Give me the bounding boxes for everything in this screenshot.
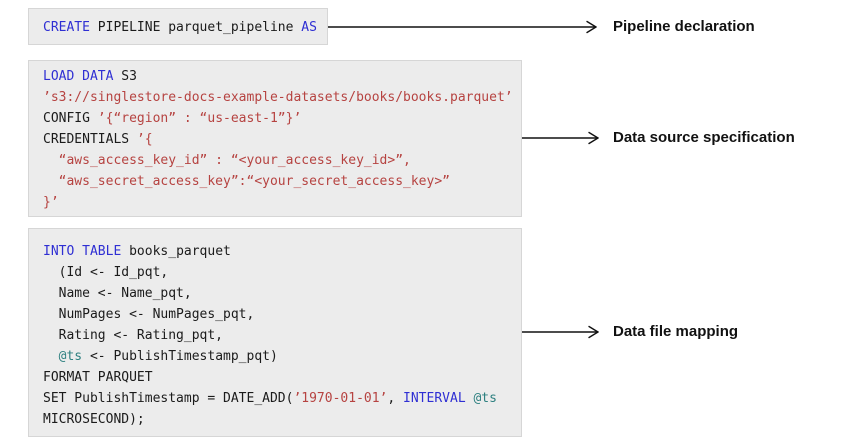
code-block-pipeline-declaration: CREATE PIPELINE parquet_pipeline AS [28, 8, 328, 45]
code-line: ’s3://singlestore-docs-example-datasets/… [43, 87, 513, 108]
code-token-plain: , [387, 391, 404, 406]
code-token-plain: <- PublishTimestamp_pqt) [82, 349, 278, 364]
code-token-str: “aws_secret_access_key”:“<your_secret_ac… [43, 174, 450, 189]
annotation-label-pipeline-declaration: Pipeline declaration [613, 18, 755, 35]
code-line: CONFIG ’{“region” : “us-east-1”}’ [43, 108, 507, 129]
arrow-right-icon-pipeline-declaration [328, 20, 597, 34]
code-line: MICROSECOND); [43, 409, 507, 430]
code-line: SET PublishTimestamp = DATE_ADD(’1970-01… [43, 388, 507, 409]
code-token-kw: CREATE [43, 20, 90, 35]
code-block-data-source-specification: LOAD DATA S3 ’s3://singlestore-docs-examp… [28, 60, 522, 217]
code-line: }’ [43, 192, 507, 213]
arrow-right-icon-data-file-mapping [522, 325, 599, 339]
code-token-plain: NumPages <- NumPages_pqt, [43, 307, 255, 322]
code-line: “aws_secret_access_key”:“<your_secret_ac… [43, 171, 507, 192]
code-token-plain: CONFIG [43, 111, 98, 126]
code-token-plain: books_parquet [121, 244, 231, 259]
code-token-kw: AS [301, 20, 317, 35]
code-token-str: }’ [43, 195, 59, 210]
annotation-label-data-file-mapping: Data file mapping [613, 323, 739, 340]
code-token-str: ’s3://singlestore-docs-example-datasets/… [43, 90, 513, 105]
code-line: NumPages <- NumPages_pqt, [43, 304, 507, 325]
code-token-kw: INTO TABLE [43, 244, 122, 259]
code-token-plain: MICROSECOND); [43, 412, 145, 427]
code-line: FORMAT PARQUET [43, 367, 507, 388]
code-line: @ts <- PublishTimestamp_pqt) [43, 346, 507, 367]
code-token-plain: SET PublishTimestamp = DATE_ADD( [43, 391, 294, 406]
code-line: CREDENTIALS ’{ [43, 129, 507, 150]
code-token-plain: FORMAT PARQUET [43, 370, 153, 385]
annotation-label-data-source-specification: Data source specification [613, 129, 795, 146]
code-line: (Id <- Id_pqt, [43, 262, 507, 283]
code-line: Rating <- Rating_pqt, [43, 325, 507, 346]
code-token-plain [43, 349, 59, 364]
code-token-str: ’{“region” : “us-east-1”}’ [97, 111, 302, 126]
code-token-plain: (Id <- Id_pqt, [43, 265, 169, 280]
code-line: INTO TABLE books_parquet [43, 241, 507, 262]
code-token-str: ’1970-01-01’ [293, 391, 388, 406]
code-token-str: ’{ [136, 132, 153, 147]
code-line: Name <- Name_pqt, [43, 283, 507, 304]
code-token-str: “aws_access_key_id” : “<your_access_key_… [43, 153, 411, 168]
code-token-kw: INTERVAL [403, 391, 466, 406]
code-token-plain: CREDENTIALS [43, 132, 137, 147]
code-block-data-file-mapping: INTO TABLE books_parquet (Id <- Id_pqt, … [28, 228, 522, 437]
code-token-plain: S3 [113, 69, 137, 84]
code-line: CREATE PIPELINE parquet_pipeline AS [43, 17, 317, 38]
arrow-right-icon-data-source-specification [522, 131, 599, 145]
code-token-kw: LOAD DATA [43, 69, 114, 84]
code-token-var: @ts [58, 349, 83, 364]
code-token-plain: Name <- Name_pqt, [43, 286, 192, 301]
code-line: “aws_access_key_id” : “<your_access_key_… [43, 150, 507, 171]
code-line: LOAD DATA S3 [43, 66, 507, 87]
code-token-var: @ts [473, 391, 497, 406]
code-token-plain: PIPELINE parquet_pipeline [89, 20, 302, 35]
code-token-plain: Rating <- Rating_pqt, [43, 328, 224, 343]
